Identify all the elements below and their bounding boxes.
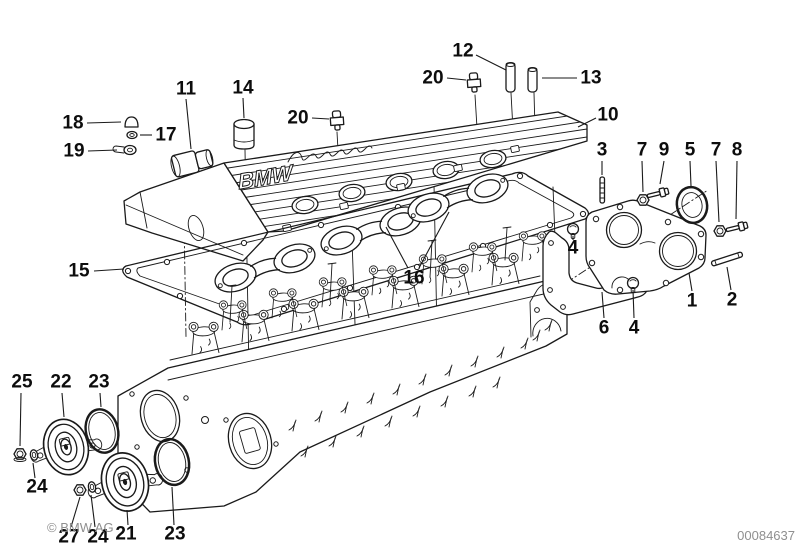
cable-holder-19 [112,144,137,156]
valve-cover-drawing: BMW [123,111,588,262]
head-front-openings [129,389,279,473]
part-callout-16: 16 [403,268,424,289]
callout-leader-4 [632,289,635,319]
washer-17 [126,130,138,140]
end-plate-group-drawing [542,176,749,316]
part-callout-8: 8 [732,140,743,161]
left-end-covers-group [13,404,195,521]
callout-leader-5 [689,160,692,187]
part-callout-19: 19 [63,141,84,162]
part-callout-11: 11 [176,79,197,100]
part-callout-7: 7 [711,140,722,161]
part-callout-17: 17 [155,125,176,146]
cylinder-head-drawing [117,226,568,513]
part-callout-13: 13 [580,68,601,89]
part-callout-5: 5 [685,140,696,161]
tube-13 [527,67,538,93]
copyright-watermark: © BMW AG [47,520,114,535]
callout-leader-22 [61,392,65,418]
callout-leader-21 [126,509,129,526]
part-callout-27: 27 [58,527,79,548]
part-callout-9: 9 [659,140,670,161]
part-callout-23: 23 [164,524,185,545]
cap-14 [233,118,255,150]
stud-3 [599,176,606,204]
callout-leader-7 [641,160,644,193]
callout-leader-16 [418,211,450,269]
nut-7b [713,225,727,237]
part-callout-4: 4 [629,318,640,339]
callout-leader-24 [32,462,36,479]
part-callout-7: 7 [637,140,648,161]
spark-plug-holes [291,149,507,215]
callout-leader-20 [446,77,467,81]
callout-leader-2 [726,266,732,291]
callout-leader-24 [90,494,96,528]
part-callout-22: 22 [50,372,71,393]
part-callout-1: 1 [687,291,698,312]
small-parts-top [112,62,538,178]
callout-leader-7 [715,160,720,223]
callout-leader-27 [70,496,81,528]
callout-leader-18 [86,121,122,124]
callout-leader-10 [577,117,597,128]
dowel-pin-2 [710,251,744,267]
callout-leader-14 [242,97,245,119]
callout-leader-15 [93,268,125,272]
part-callout-6: 6 [599,318,610,339]
cap-18 [124,116,139,128]
part-callout-15: 15 [68,261,90,282]
part-callout-14: 14 [232,78,254,99]
part-callout-24: 24 [26,477,48,498]
tube-12 [505,62,516,93]
callout-leader-19 [87,149,118,152]
part-callout-18: 18 [62,113,83,134]
callout-leader-12 [475,54,507,71]
callout-leader-16 [385,226,409,269]
callout-leader-23 [171,486,175,526]
part-callout-3: 3 [597,140,608,161]
bolt-9 [645,186,670,201]
plug-screw-20a [329,109,345,132]
part-callout-23: 23 [88,372,109,393]
washer-24b [86,480,98,494]
callout-leader-23 [99,392,102,408]
part-callout-2: 2 [727,290,738,311]
callout-leader-6 [601,291,605,319]
callout-leader-20 [311,117,330,120]
part-callout-25: 25 [11,372,33,393]
part-callout-21: 21 [115,524,137,545]
part-callout-20: 20 [287,108,308,129]
callout-leader-25 [19,392,22,447]
callout-leader-8 [735,160,738,220]
document-number: 00084637 [737,528,795,543]
part-callout-4: 4 [568,238,579,259]
bushing-11 [170,149,214,178]
part-callout-12: 12 [452,41,473,62]
part-callout-10: 10 [597,105,618,126]
head-studs [227,226,512,323]
nut-27 [73,484,87,496]
callout-leader-9 [659,160,665,185]
nut-25 [13,448,27,462]
bolt-8 [724,220,749,235]
end-cover-22 [23,410,108,484]
plug-screw-20b [466,71,482,94]
callout-leader-11 [185,98,192,150]
part-callout-24: 24 [87,527,109,548]
callout-leader-1 [688,272,693,292]
part-callout-20: 20 [422,68,443,89]
crankcase-seal-5 [675,185,709,225]
